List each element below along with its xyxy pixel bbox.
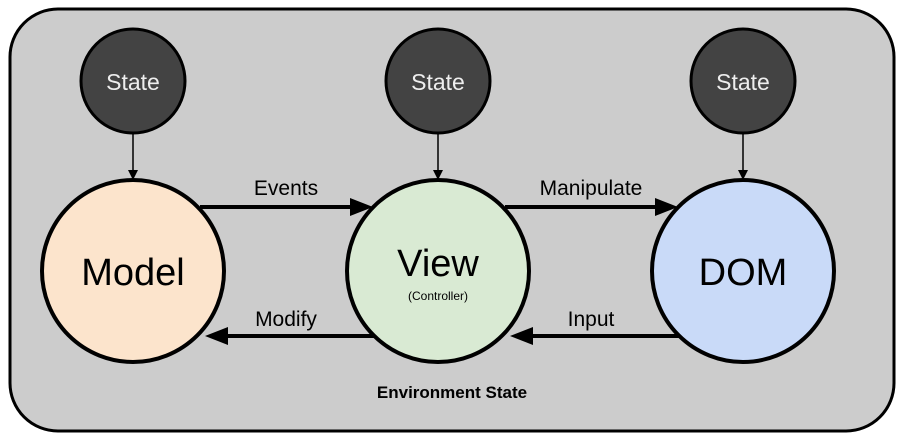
state-node-label: State <box>411 69 465 95</box>
node-label-view: View <box>397 243 479 285</box>
node-model: Model <box>40 178 226 364</box>
container-label: Environment State <box>377 383 527 402</box>
edge-modify: Modify <box>205 308 374 345</box>
state-node-model: State <box>79 27 187 135</box>
edge-manipulate: Manipulate <box>505 177 678 216</box>
node-view: View (Controller) <box>345 178 531 364</box>
state-node-label: State <box>716 69 770 95</box>
state-node-view: State <box>384 27 492 135</box>
edge-label-manipulate: Manipulate <box>540 177 643 200</box>
node-dom: DOM <box>650 178 836 364</box>
edge-label-modify: Modify <box>255 308 317 331</box>
edge-label-input: Input <box>568 308 615 331</box>
state-node-label: State <box>106 69 160 95</box>
edge-events: Events <box>200 177 373 216</box>
edge-input: Input <box>510 308 680 345</box>
node-sublabel-view: (Controller) <box>408 289 468 303</box>
node-label-model: Model <box>81 252 185 294</box>
state-connectors <box>128 132 748 180</box>
state-node-dom: State <box>689 27 797 135</box>
edge-label-events: Events <box>254 177 318 200</box>
node-label-dom: DOM <box>699 252 788 294</box>
